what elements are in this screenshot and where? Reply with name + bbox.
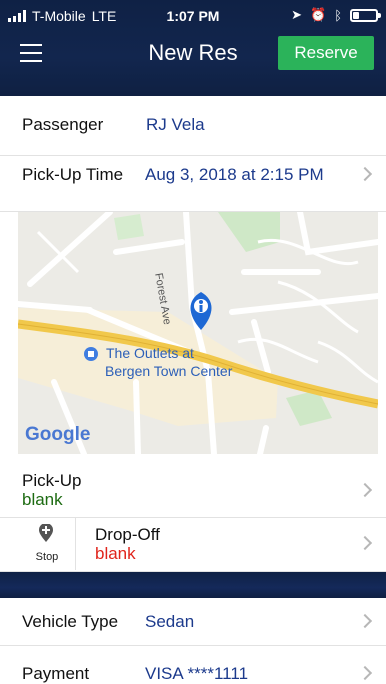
pickup-value: blank bbox=[22, 490, 63, 509]
map-place-label-line2: Bergen Town Center bbox=[105, 363, 233, 379]
stop-caption: Stop bbox=[35, 551, 59, 563]
passenger-value: RJ Vela bbox=[146, 115, 205, 134]
bluetooth-icon: ᛒ bbox=[334, 7, 342, 23]
pickup-label: Pick-Up bbox=[22, 471, 82, 490]
dropoff-label: Drop-Off bbox=[95, 525, 160, 544]
google-logo: Google bbox=[25, 424, 91, 445]
payment-label: Payment bbox=[22, 664, 90, 683]
chevron-right-icon bbox=[357, 535, 373, 551]
map-place-label-line1: The Outlets at bbox=[106, 345, 194, 361]
chevron-right-icon bbox=[357, 166, 373, 182]
route-map[interactable]: Forest Ave The Outlets at Bergen Town Ce… bbox=[18, 212, 378, 454]
vehicle-type-label: Vehicle Type bbox=[22, 612, 119, 631]
reserve-button[interactable]: Reserve bbox=[278, 36, 374, 70]
page-title: New Res bbox=[148, 40, 238, 65]
pickup-time-label: Pick-Up Time bbox=[22, 165, 124, 184]
hamburger-menu-icon[interactable] bbox=[20, 44, 42, 62]
status-bar: T-Mobile LTE 1:07 PM ➤ ⏰ ᛒ bbox=[0, 0, 386, 32]
pickup-time-value: Aug 3, 2018 at 2:15 PM bbox=[145, 165, 324, 184]
pickup-time-row[interactable]: Pick-Up Time Aug 3, 2018 at 2:15 PM bbox=[0, 156, 386, 212]
pickup-row[interactable]: Pick-Up blank bbox=[0, 465, 386, 518]
clock: 1:07 PM bbox=[166, 8, 220, 24]
map-graphic bbox=[18, 212, 378, 454]
add-stop-button[interactable]: Stop bbox=[18, 518, 76, 570]
battery-icon bbox=[350, 8, 381, 22]
map-pin-plus-icon bbox=[39, 524, 53, 542]
status-right: ➤ ⏰ ᛒ bbox=[291, 7, 381, 23]
vehicle-type-value: Sedan bbox=[145, 612, 195, 631]
passenger-row[interactable]: Passenger RJ Vela bbox=[0, 96, 386, 156]
status-left: T-Mobile LTE bbox=[8, 8, 116, 24]
network-type: LTE bbox=[91, 8, 117, 24]
section-divider bbox=[0, 572, 386, 598]
chevron-right-icon bbox=[357, 482, 373, 498]
payment-value: VISA ****1111 bbox=[145, 664, 249, 683]
carrier-name: T-Mobile bbox=[32, 8, 86, 24]
vehicle-type-row[interactable]: Vehicle Type Sedan bbox=[0, 598, 386, 646]
signal-strength-icon bbox=[8, 10, 26, 22]
chevron-right-icon bbox=[357, 613, 373, 629]
app-header: T-Mobile LTE 1:07 PM ➤ ⏰ ᛒ New Res Reser… bbox=[0, 0, 386, 96]
alarm-icon: ⏰ bbox=[310, 7, 327, 22]
payment-row[interactable]: Payment VISA ****1111 bbox=[0, 646, 386, 684]
location-arrow-icon: ➤ bbox=[291, 7, 302, 22]
passenger-label: Passenger bbox=[22, 115, 104, 134]
chevron-right-icon bbox=[357, 665, 373, 681]
dropoff-value: blank bbox=[95, 544, 136, 563]
dropoff-row[interactable]: Drop-Off blank bbox=[0, 518, 386, 572]
